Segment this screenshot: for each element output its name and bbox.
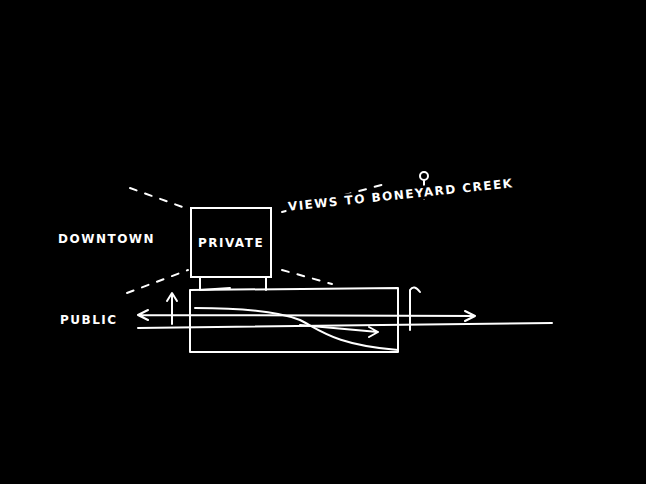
annotation-label: PUBLIC [58,313,120,327]
flow-arrow [300,325,378,337]
view-line [282,270,332,284]
view-line [127,270,188,293]
node-text: PRIVATE [198,236,264,250]
public-volume [190,288,398,352]
view-line [130,188,188,209]
stem [200,278,266,290]
up-arrow [167,293,177,324]
view-point [420,172,428,180]
private-box: PRIVATE [190,207,272,278]
circulation-arrow [138,310,475,321]
annotation-label: DOWNTOWN [56,232,157,246]
ground-line [138,323,552,328]
annotation-label: VIEWS TO BONEYARD CREEK [285,176,516,214]
up-arrow [410,287,420,330]
